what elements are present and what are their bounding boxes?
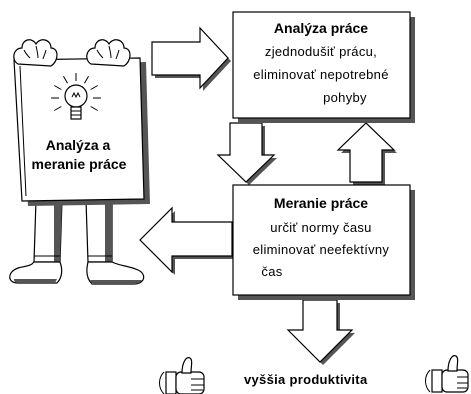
measurement-box-line-1: určiť normy času [270, 220, 371, 235]
thumb-right-fist [441, 369, 469, 393]
legs [33, 199, 113, 263]
analysis-box: Analýza práce zjednodušiť prácu, elimino… [232, 11, 415, 123]
thumb-right-sleeve [431, 369, 443, 393]
thumb-left-thumb [181, 357, 193, 374]
thumb-right-thumb [447, 355, 459, 372]
measurement-box-title: Meranie práce [274, 195, 368, 211]
block-arrow-down-bottom [286, 299, 355, 365]
bulb-ray-5 [63, 76, 68, 84]
bulb-ray-1 [84, 76, 89, 84]
measurement-box: Meranie práce určiť normy času eliminova… [232, 184, 415, 300]
thumbs-up-icon [159, 357, 205, 394]
bulb-base [70, 106, 82, 120]
sign-line-2: meranie práce [32, 156, 127, 172]
left-hand-fingers [23, 45, 47, 60]
bulb-ray-8 [54, 106, 62, 111]
thumb-left-sleeve [165, 371, 177, 394]
block-arrow-left [139, 206, 235, 275]
sign-board [13, 57, 145, 202]
bulb-filament [71, 91, 81, 99]
shoes [9, 261, 145, 285]
right-hand-icon [86, 39, 131, 67]
thumb-left-cuff-curve [159, 371, 165, 394]
measurement-box-frame [232, 184, 411, 296]
sign-inner-frame [19, 65, 27, 197]
block-arrow-down-middle [216, 122, 277, 185]
sign-line-1: Analýza a [46, 137, 111, 153]
measurement-box-line-3: čas [261, 264, 282, 279]
analysis-box-title: Analýza práce [274, 20, 368, 36]
arrow-up-body [336, 122, 396, 183]
analysis-box-line-3: pohyby [323, 90, 367, 105]
thumb-left-fist [175, 371, 205, 394]
left-leg-shading [54, 200, 62, 262]
character: Analýza a meranie práce [9, 39, 150, 285]
arrow-down-bottom-body [286, 299, 354, 363]
measurement-box-line-2: eliminovať neefektívny [253, 242, 390, 257]
block-arrow-right [151, 26, 231, 91]
right-leg-shading [105, 200, 112, 262]
left-hand-shape [13, 39, 58, 67]
result-label: vyššia produktivita [244, 372, 368, 387]
bulb-ray-2 [90, 85, 98, 90]
analysis-box-line-1: zjednodušiť prácu, [265, 44, 377, 59]
right-hand-fingers [96, 45, 120, 60]
bulb-ray-6 [54, 85, 62, 90]
thumb-right-cuff-curve [425, 369, 431, 393]
left-shoe [9, 261, 63, 284]
right-shoe-shading [90, 280, 142, 284]
analysis-box-line-2: eliminovať nepotrebné [253, 67, 388, 82]
analysis-box-frame [232, 11, 411, 119]
thumbs-up-icon [425, 355, 469, 393]
arrow-down-middle-body [216, 122, 276, 183]
block-arrow-up [336, 122, 397, 185]
bulb-ray-4 [90, 106, 98, 111]
right-shoe [86, 261, 145, 285]
left-shoe-shading [14, 279, 57, 283]
arrow-right-body [151, 26, 229, 90]
left-hand-icon [13, 39, 58, 67]
lightbulb-icon [51, 73, 101, 120]
right-hand-shape [86, 39, 131, 67]
arrow-left-body [139, 206, 233, 274]
